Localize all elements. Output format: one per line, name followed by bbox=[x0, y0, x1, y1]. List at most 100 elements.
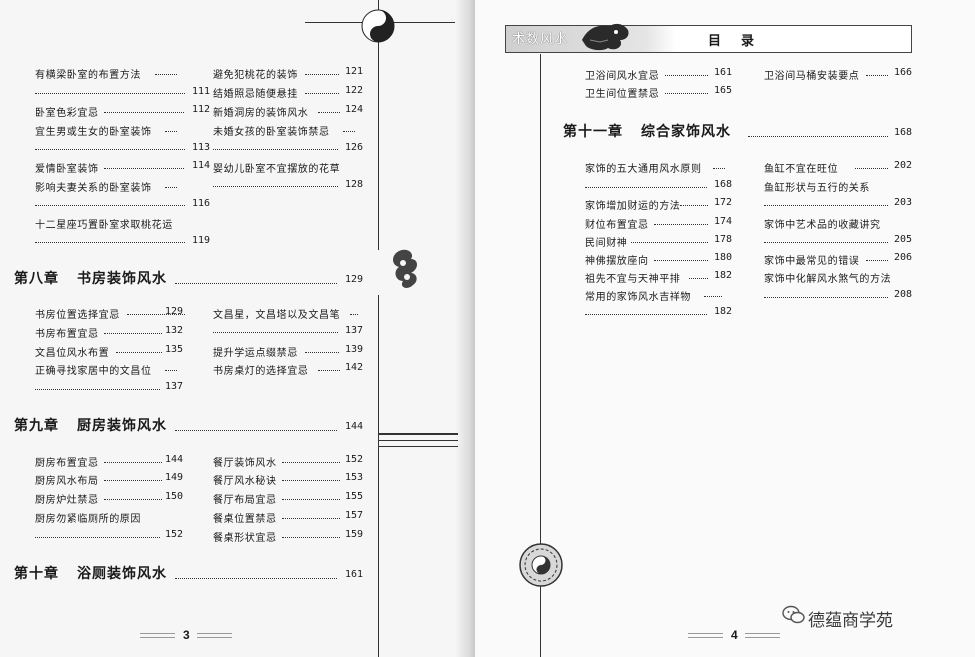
toc-page-number: 157 bbox=[345, 510, 364, 521]
toc-leader bbox=[631, 242, 708, 243]
toc-entry-title: 厨房炉灶禁忌 bbox=[35, 495, 99, 506]
page-number-ornament bbox=[140, 633, 175, 634]
toc-leader bbox=[585, 187, 707, 188]
toc-page-number: 178 bbox=[714, 234, 733, 245]
toc-leader bbox=[175, 430, 337, 431]
toc-leader bbox=[104, 480, 162, 481]
toc-leader bbox=[654, 260, 708, 261]
page-number: 4 bbox=[731, 628, 738, 642]
toc-page-number: 124 bbox=[345, 104, 364, 115]
toc-page-number: 174 bbox=[714, 216, 733, 227]
toc-entry-title: 婴幼儿卧室不宜摆放的花草 bbox=[213, 164, 341, 175]
gutter-rule-3 bbox=[378, 446, 458, 447]
toc-page-number: 152 bbox=[345, 454, 364, 465]
toc-page-number: 128 bbox=[345, 179, 364, 190]
toc-page-number: 182 bbox=[714, 306, 733, 317]
toc-leader bbox=[35, 149, 185, 150]
toc-entry-title: 文昌星，文昌塔以及文昌笔 bbox=[213, 310, 341, 321]
chapter-number: 第十一章 bbox=[563, 124, 623, 140]
toc-entry-title: 常用的家饰风水吉祥物 bbox=[585, 292, 691, 303]
page-number-ornament bbox=[745, 633, 780, 634]
toc-leader bbox=[866, 260, 888, 261]
toc-leader bbox=[282, 499, 340, 500]
right-page bbox=[470, 0, 975, 657]
book-gutter bbox=[455, 0, 475, 657]
toc-page-number: 203 bbox=[894, 197, 913, 208]
toc-leader bbox=[282, 518, 340, 519]
toc-leader bbox=[175, 578, 337, 579]
page-number: 3 bbox=[183, 628, 190, 642]
toc-page-number: 116 bbox=[192, 198, 211, 209]
header-bar bbox=[505, 25, 912, 53]
toc-page-number: 149 bbox=[165, 472, 184, 483]
page-number-ornament bbox=[197, 637, 232, 638]
toc-page-number: 153 bbox=[345, 472, 364, 483]
toc-leader bbox=[213, 149, 338, 150]
toc-page-number: 206 bbox=[894, 252, 913, 263]
margin-rule bbox=[378, 0, 379, 250]
toc-leader bbox=[175, 283, 337, 284]
toc-entry-title: 家饰中艺术品的收藏讲究 bbox=[764, 220, 881, 231]
page-number-ornament bbox=[745, 637, 780, 638]
toc-page-number: 165 bbox=[714, 85, 733, 96]
toc-leader bbox=[764, 242, 888, 243]
margin-rule bbox=[540, 54, 541, 657]
toc-leader bbox=[213, 332, 338, 333]
toc-leader bbox=[104, 333, 162, 334]
toc-entry-title: 文昌位风水布置 bbox=[35, 348, 110, 359]
toc-entry-title: 餐桌形状宜忌 bbox=[213, 533, 277, 544]
toc-entry-title: 家饰的五大通用风水原则 bbox=[585, 164, 702, 175]
toc-entry-title: 书房桌灯的选择宜忌 bbox=[213, 366, 309, 377]
chapter-number: 第九章 bbox=[14, 418, 59, 434]
toc-leader bbox=[654, 224, 708, 225]
toc-entry-title: 十二星座巧置卧室求取桃花运 bbox=[35, 220, 173, 231]
chapter-heading: 第九章 厨房装饰风水 bbox=[14, 415, 167, 435]
toc-entry-title: 爱情卧室装饰 bbox=[35, 164, 99, 175]
toc-page-number: 126 bbox=[345, 142, 364, 153]
toc-page-number: 202 bbox=[894, 160, 913, 171]
toc-entry-title: 家饰中最常见的错误 bbox=[764, 256, 860, 267]
toc-entry-title: 鱼缸形状与五行的关系 bbox=[764, 183, 870, 194]
toc-leader bbox=[305, 93, 339, 94]
toc-entry-title: 书房位置选择宜忌 bbox=[35, 310, 120, 321]
toc-leader bbox=[35, 205, 185, 206]
toc-leader bbox=[282, 462, 340, 463]
page-number-ornament bbox=[688, 637, 723, 638]
toc-page-number: 159 bbox=[345, 529, 364, 540]
toc-page-number: 122 bbox=[345, 85, 364, 96]
wechat-logo-icon bbox=[782, 605, 805, 624]
toc-entry-title: 餐厅布局宜忌 bbox=[213, 495, 277, 506]
toc-entry-title: 有横梁卧室的布置方法 bbox=[35, 70, 141, 81]
toc-leader bbox=[165, 187, 177, 188]
toc-leader bbox=[680, 205, 708, 206]
toc-leader bbox=[35, 537, 160, 538]
toc-entry-title: 餐桌位置禁忌 bbox=[213, 514, 277, 525]
toc-page-number: 112 bbox=[192, 104, 211, 115]
toc-entry-title: 影响夫妻关系的卧室装饰 bbox=[35, 183, 152, 194]
toc-leader bbox=[713, 168, 725, 169]
chapter-heading: 第十章浴厕装饰风水 bbox=[14, 563, 167, 583]
toc-leader bbox=[689, 278, 708, 279]
toc-entry-title: 家饰中化解风水煞气的方法 bbox=[764, 274, 892, 285]
toc-page-number: 172 bbox=[714, 197, 733, 208]
toc-leader bbox=[855, 168, 888, 169]
page-number-ornament bbox=[140, 637, 175, 638]
toc-leader bbox=[866, 75, 888, 76]
toc-page-number: 142 bbox=[345, 362, 364, 373]
cloud-ornament-icon bbox=[393, 249, 417, 288]
toc-entry-title: 正确寻找家居中的文昌位 bbox=[35, 366, 152, 377]
toc-entry-title: 宜生男或生女的卧室装饰 bbox=[35, 127, 152, 138]
toc-entry-title: 家饰增加财运的方法 bbox=[585, 201, 681, 212]
chapter-title: 书房装饰风水 bbox=[77, 271, 167, 287]
toc-page-number: 129 bbox=[345, 274, 364, 285]
toc-leader bbox=[764, 205, 888, 206]
chapter-title: 浴厕装饰风水 bbox=[77, 566, 167, 582]
toc-entry-title: 餐厅风水秘诀 bbox=[213, 476, 277, 487]
toc-leader bbox=[282, 480, 340, 481]
chapter-heading: 第十一章 综合家饰风水 bbox=[563, 121, 731, 141]
header-brand: 术数风水 bbox=[512, 32, 569, 47]
chapter-title: 厨房装饰风水 bbox=[77, 418, 167, 434]
chapter-title: 综合家饰风水 bbox=[641, 124, 731, 140]
toc-page-number: 139 bbox=[345, 344, 364, 355]
toc-entry-title: 提升学运点缀禁忌 bbox=[213, 348, 298, 359]
